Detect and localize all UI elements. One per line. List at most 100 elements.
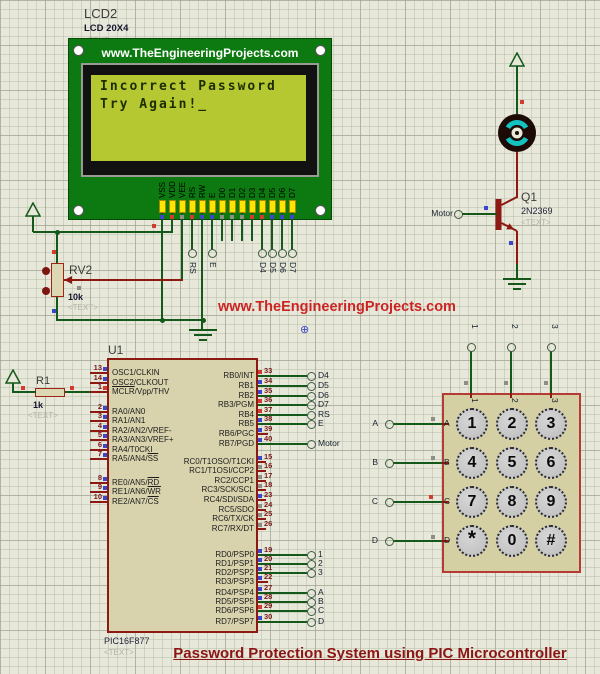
terminal-D7[interactable] bbox=[306, 400, 316, 410]
net-marker bbox=[258, 418, 262, 422]
mcu-pin-label: RB3/PGM bbox=[217, 400, 254, 409]
keypad-key-0[interactable]: 0 bbox=[496, 525, 528, 557]
terminal-D4[interactable] bbox=[257, 248, 267, 258]
mcu-pin-label: RC7/RX/DT bbox=[211, 524, 254, 533]
keypad-key-8[interactable]: 8 bbox=[496, 486, 528, 518]
terminal-RS[interactable] bbox=[306, 410, 316, 420]
lcd-module[interactable]: www.TheEngineeringProjects.com Incorrect… bbox=[68, 38, 332, 220]
lcd-screw-hole bbox=[73, 205, 84, 216]
net-marker bbox=[258, 475, 262, 479]
wire bbox=[442, 462, 449, 464]
lcd-screw-hole bbox=[73, 45, 84, 56]
terminal-3[interactable] bbox=[306, 568, 316, 578]
terminal-E[interactable] bbox=[306, 419, 316, 429]
motor-icon[interactable] bbox=[495, 111, 539, 155]
net-marker bbox=[103, 425, 107, 429]
wire bbox=[258, 404, 307, 406]
net-terminal-label-C: C bbox=[318, 605, 325, 615]
terminal-2[interactable] bbox=[506, 342, 516, 352]
terminal-D5[interactable] bbox=[267, 248, 277, 258]
lcd-pin-name-E: E bbox=[208, 192, 217, 198]
terminal-E[interactable] bbox=[207, 248, 217, 258]
mcu-pin-label: RB1 bbox=[238, 381, 254, 390]
keypad-key-5[interactable]: 5 bbox=[496, 447, 528, 479]
lcd-pin-name-D2: D2 bbox=[238, 187, 247, 198]
keypad-key-2[interactable]: 2 bbox=[496, 408, 528, 440]
terminal-B[interactable] bbox=[306, 597, 316, 607]
keypad-key-3[interactable]: 3 bbox=[535, 408, 567, 440]
pin-number: 1 bbox=[97, 382, 102, 391]
net-terminal-label-1: 1 bbox=[318, 549, 323, 559]
pin-number: 3 bbox=[97, 411, 102, 420]
net-marker bbox=[431, 535, 435, 539]
wire bbox=[291, 213, 293, 250]
keypad-key-6[interactable]: 6 bbox=[535, 447, 567, 479]
net-terminal-label-A: A bbox=[318, 587, 324, 597]
resistor-body[interactable] bbox=[35, 388, 65, 397]
terminal-C[interactable] bbox=[306, 606, 316, 616]
keypad-key-1[interactable]: 1 bbox=[456, 408, 488, 440]
pot-placeholder: <TEXT> bbox=[68, 303, 98, 312]
lcd-pin-name-VDD: VDD bbox=[168, 181, 177, 198]
wire bbox=[57, 319, 204, 321]
wire bbox=[65, 391, 91, 393]
lcd-pad-D3 bbox=[248, 200, 256, 213]
net-marker bbox=[290, 215, 294, 219]
terminal-3[interactable] bbox=[546, 342, 556, 352]
keypad-key-#[interactable]: # bbox=[535, 525, 567, 557]
terminal-A[interactable] bbox=[306, 588, 316, 598]
terminal-2[interactable] bbox=[306, 559, 316, 569]
pin-number: 7 bbox=[97, 449, 102, 458]
lcd-text-line2: Try Again!_ bbox=[100, 97, 209, 112]
terminal-D4[interactable] bbox=[306, 371, 316, 381]
terminal-1[interactable] bbox=[306, 550, 316, 560]
mcu-pin-label: RB5 bbox=[238, 419, 254, 428]
ground-icon bbox=[189, 329, 217, 331]
wire bbox=[211, 213, 213, 250]
pin-number: 4 bbox=[97, 421, 102, 430]
terminal-Motor[interactable] bbox=[306, 439, 316, 449]
mcu-body[interactable] bbox=[107, 358, 258, 633]
wire bbox=[56, 297, 58, 321]
keypad-key-9[interactable]: 9 bbox=[535, 486, 567, 518]
wire bbox=[64, 279, 183, 281]
keypad-terminal-label-1: 1 bbox=[470, 324, 480, 329]
net-marker bbox=[258, 596, 262, 600]
net-marker bbox=[240, 215, 244, 219]
keypad-terminal-label-3: 3 bbox=[550, 324, 560, 329]
terminal-D6[interactable] bbox=[306, 391, 316, 401]
terminal-D[interactable] bbox=[384, 536, 394, 546]
npn-transistor-icon[interactable] bbox=[490, 190, 522, 242]
pin-number: 18 bbox=[264, 480, 273, 489]
pin-number: 14 bbox=[93, 373, 102, 382]
net-marker bbox=[258, 504, 262, 508]
keypad-key-4[interactable]: 4 bbox=[456, 447, 488, 479]
terminal-1[interactable] bbox=[466, 342, 476, 352]
keypad-key-*[interactable]: * bbox=[456, 525, 488, 557]
net-marker bbox=[21, 386, 25, 390]
terminal-D5[interactable] bbox=[306, 381, 316, 391]
terminal-A[interactable] bbox=[384, 419, 394, 429]
pin-number: 25 bbox=[264, 509, 273, 518]
net-terminal-label-D7: D7 bbox=[318, 399, 329, 409]
net-marker bbox=[200, 215, 204, 219]
mcu-ref: U1 bbox=[108, 343, 124, 357]
wire bbox=[90, 430, 107, 432]
terminal-D7[interactable] bbox=[287, 248, 297, 258]
pin-number: 17 bbox=[264, 471, 273, 480]
terminal-C[interactable] bbox=[384, 497, 394, 507]
terminal-B[interactable] bbox=[384, 458, 394, 468]
potentiometer-body[interactable] bbox=[51, 263, 64, 297]
terminal-D6[interactable] bbox=[277, 248, 287, 258]
terminal-RS[interactable] bbox=[187, 248, 197, 258]
net-marker bbox=[260, 215, 264, 219]
wire bbox=[258, 581, 268, 583]
wire bbox=[90, 482, 107, 484]
pot-value: 10k bbox=[68, 292, 84, 302]
terminal-D[interactable] bbox=[306, 617, 316, 627]
mcu-pin-label: RE1/AN6/WR bbox=[112, 487, 161, 496]
net-marker bbox=[258, 616, 262, 620]
keypad-key-7[interactable]: 7 bbox=[456, 486, 488, 518]
keypad-row-label-C: C bbox=[444, 496, 451, 506]
